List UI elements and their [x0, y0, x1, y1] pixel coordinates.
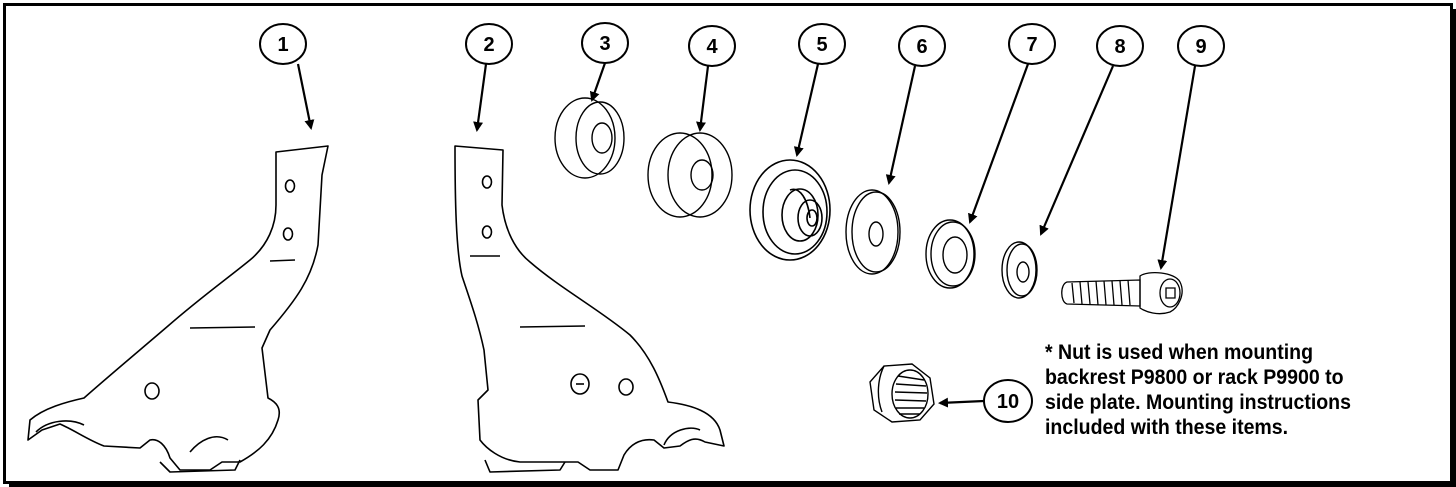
leader-arrow-3: [589, 62, 607, 102]
side-plate-right: [454, 145, 725, 473]
leader-arrow-4: [696, 65, 710, 132]
leader-arrow-1: [296, 63, 315, 130]
mounting-note-line-4: included with these items.: [1045, 416, 1289, 439]
callout-3: 3: [581, 22, 629, 64]
washer-large: [845, 189, 901, 275]
side-plate-left: [27, 145, 329, 473]
callouts: 1 2 3 4 5 6 7: [259, 22, 1225, 423]
leader-arrows: [296, 62, 1197, 408]
callout-label-8: 8: [1114, 36, 1125, 58]
callout-label-2: 2: [483, 34, 494, 56]
leader-arrow-6: [885, 65, 917, 185]
callout-label-3: 3: [599, 33, 610, 55]
washer-small: [1001, 241, 1038, 299]
callout-label-5: 5: [816, 34, 827, 56]
callout-label-6: 6: [916, 36, 927, 58]
spacer-small: [554, 97, 625, 179]
callout-10: 10: [983, 379, 1033, 423]
nut: [869, 363, 935, 423]
callout-9: 9: [1177, 25, 1225, 67]
leader-arrow-5: [793, 63, 820, 157]
callout-4: 4: [688, 25, 736, 67]
leader-arrow-7: [968, 63, 1030, 224]
diagram-frame: [3, 3, 1453, 484]
button-head-screw: [1061, 271, 1183, 315]
callout-8: 8: [1096, 25, 1144, 67]
callout-label-9: 9: [1195, 36, 1206, 58]
mounting-note-line-3: side plate. Mounting instructions: [1045, 391, 1351, 414]
mounting-note: * Nut is used when mounting backrest P98…: [1045, 340, 1422, 440]
callout-label-4: 4: [706, 36, 718, 58]
mounting-note-line-2: backrest P9800 or rack P9900 to: [1045, 366, 1344, 389]
mounting-note-line-1: * Nut is used when mounting: [1045, 341, 1313, 364]
washer-medium: [925, 219, 976, 289]
leader-arrow-8: [1039, 65, 1115, 236]
callout-6: 6: [898, 25, 946, 67]
callout-7: 7: [1008, 23, 1056, 65]
callout-1: 1: [259, 23, 307, 65]
callout-5: 5: [798, 23, 846, 65]
leader-arrow-2: [473, 63, 488, 132]
leader-arrow-10: [938, 397, 985, 408]
spacer-large: [647, 132, 733, 218]
leader-arrow-9: [1157, 65, 1197, 270]
grommet: [749, 159, 831, 261]
callout-2: 2: [465, 23, 513, 65]
callout-label-7: 7: [1026, 34, 1037, 56]
callout-label-10: 10: [997, 391, 1019, 413]
callout-label-1: 1: [277, 34, 288, 56]
